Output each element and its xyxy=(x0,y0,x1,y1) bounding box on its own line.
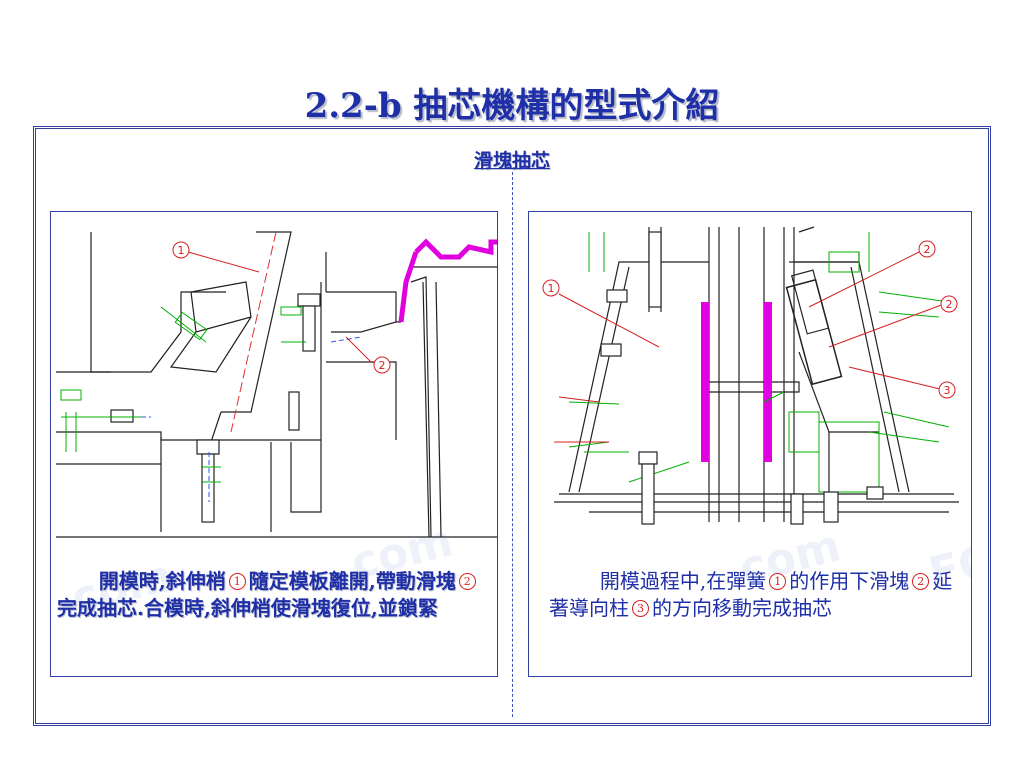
callout-3: 3 xyxy=(944,384,951,397)
callout-1: 1 xyxy=(178,244,185,257)
spring-right xyxy=(764,302,772,462)
inclined-pin-centerline xyxy=(230,231,277,433)
slider-drawing-right: 1 2 2 3 xyxy=(542,226,959,525)
callout-2: 2 xyxy=(379,359,386,372)
marker-2-icon: 2 xyxy=(912,573,930,590)
outer-frame xyxy=(33,126,991,726)
callout-1: 2 xyxy=(924,243,931,256)
right-panel: FC com xyxy=(528,211,972,677)
left-panel: com com xyxy=(50,211,498,677)
spring-left xyxy=(701,302,709,462)
marker-3-icon: 3 xyxy=(632,600,649,617)
slider-drawing-left: 1 2 xyxy=(56,231,497,538)
callout-2: 2 xyxy=(946,298,953,311)
center-divider xyxy=(512,172,513,717)
marker-2-icon: 2 xyxy=(458,573,476,590)
slide-subtitle: 滑塊抽芯 xyxy=(473,150,550,172)
marker-1-icon: 1 xyxy=(228,573,246,590)
marker-1-icon: 1 xyxy=(769,573,787,590)
slide-title: 2.2-b 抽芯機構的型式介紹 xyxy=(304,86,720,126)
callout-2: 1 xyxy=(548,282,555,295)
